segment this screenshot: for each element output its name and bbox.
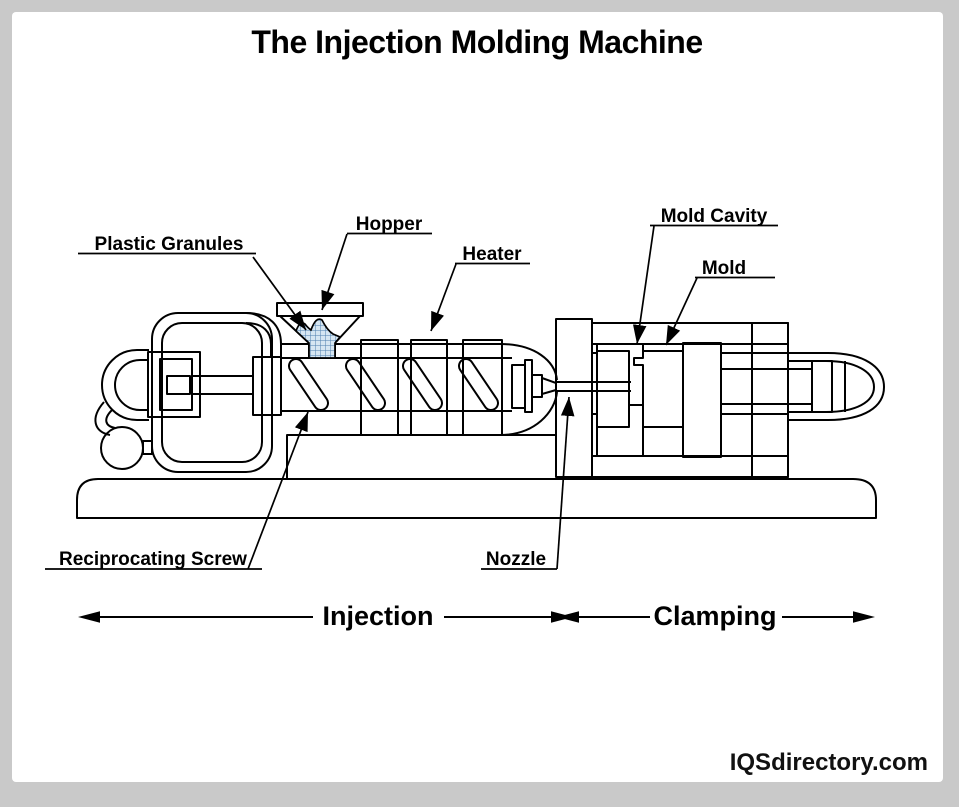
drive-loop-outer — [101, 349, 149, 421]
heater-band-1 — [360, 339, 399, 436]
callouts: Plastic Granules Hopper Heater Mold Cavi… — [45, 206, 778, 570]
screw-tip-nose — [531, 374, 543, 398]
label-heater: Heater — [462, 244, 522, 265]
cylinder-support-column — [751, 322, 789, 478]
feed-housing — [252, 356, 282, 416]
leader-reciprocating-screw — [247, 411, 309, 570]
pump-hose-inner — [105, 409, 116, 429]
label-nozzle: Nozzle — [486, 549, 546, 570]
screw-and-nozzle — [288, 339, 558, 436]
tie-bars — [592, 352, 788, 415]
moving-platen — [682, 342, 722, 458]
leader-plastic-granules — [252, 256, 307, 331]
clamping-unit — [555, 318, 885, 478]
label-hopper: Hopper — [356, 214, 423, 235]
heater-band-2 — [410, 339, 448, 436]
section-arrows: Injection Clamping — [78, 601, 875, 631]
clamp-piston — [811, 360, 833, 413]
label-mold-cavity: Mold Cavity — [661, 206, 768, 227]
leader-heater — [430, 263, 457, 332]
label-reciprocating-screw: Reciprocating Screw — [59, 549, 247, 570]
clamp-rod — [721, 368, 812, 405]
cover-curve-inner — [245, 322, 272, 357]
cover-curve-outer — [245, 312, 282, 358]
leader-hopper — [321, 233, 348, 311]
pump-hose-outer — [94, 401, 111, 436]
clamp-cylinder-outer — [788, 352, 885, 421]
mold-half-fixed — [596, 350, 630, 428]
clamping-arrowhead-left — [557, 611, 579, 623]
section-label-injection: Injection — [322, 601, 433, 631]
label-plastic-granules: Plastic Granules — [95, 234, 244, 255]
machine-base — [76, 478, 877, 519]
injection-housing-inner — [161, 322, 263, 463]
mold-mount-ticks — [596, 344, 644, 456]
bearing-bracket-inner — [159, 358, 193, 411]
reciprocating-screw — [288, 358, 499, 411]
drive-loop-inner — [114, 359, 149, 411]
shaft-coupler — [166, 375, 191, 395]
heater-band-3 — [462, 339, 503, 436]
nozzle-taper — [541, 377, 557, 395]
pump-link — [142, 440, 153, 455]
leader-mold-cavity — [632, 225, 655, 345]
leader-nozzle — [556, 396, 575, 570]
section-label-clamping: Clamping — [653, 601, 776, 631]
drive-shaft — [192, 375, 253, 395]
bearing-bracket — [147, 351, 201, 418]
sprue-channel — [556, 381, 631, 392]
leader-mold — [665, 277, 698, 346]
clamping-arrowhead-right — [853, 611, 875, 623]
injection-arrowhead-left — [78, 611, 100, 623]
watermark: IQSdirectory.com — [730, 749, 928, 776]
fixed-platen — [555, 318, 593, 478]
injection-housing-outer — [151, 312, 273, 473]
page-title: The Injection Molding Machine — [251, 24, 702, 60]
machine-drawing — [76, 302, 877, 519]
label-mold: Mold — [702, 258, 746, 279]
hopper-lid — [276, 302, 364, 317]
